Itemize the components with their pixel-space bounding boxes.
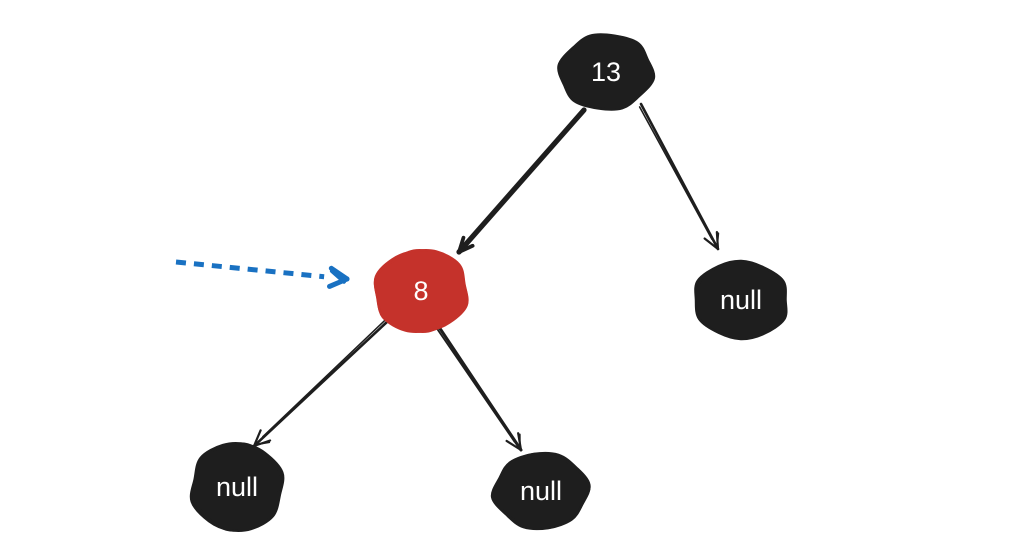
edge-root-to-left-child[interactable] [456, 107, 587, 255]
node-shape-sketch-outline [557, 34, 655, 110]
edge-line [456, 107, 587, 255]
edge-sketch-line [435, 326, 516, 443]
node-label: null [216, 472, 258, 502]
tree-node-root[interactable]: 13 [557, 33, 656, 111]
pointer-arrow-insert-position-pointer[interactable] [175, 259, 350, 289]
node-label: 13 [591, 57, 621, 87]
edge-left-child-to-left-right-null[interactable] [435, 322, 523, 452]
node-shape-sketch-outline [373, 249, 469, 333]
node-shape-sketch-outline [192, 442, 282, 532]
node-label: null [720, 285, 762, 315]
tree-node-left-left-null[interactable]: null [189, 442, 285, 532]
edge-line [252, 319, 390, 448]
node-shape-sketch-outline [491, 452, 591, 530]
arrowhead-sketch-icon [254, 441, 271, 446]
edge-sketch-line [262, 319, 386, 438]
pointer-chevron-sketch-icon [329, 269, 347, 284]
arrowhead-icon [505, 439, 523, 452]
edge-root-to-right-null[interactable] [638, 102, 720, 251]
node-label: 8 [413, 276, 428, 306]
tree-node-left-child[interactable]: 8 [373, 249, 469, 333]
edge-line [639, 102, 720, 251]
arrowhead-icon [703, 237, 720, 251]
tree-node-right-null[interactable]: null [694, 259, 788, 341]
arrowhead-sketch-icon [716, 232, 720, 249]
arrowhead-icon [457, 235, 466, 254]
edge-line [435, 322, 523, 452]
node-label: null [520, 476, 562, 506]
edge-left-child-to-left-left-null[interactable] [252, 319, 390, 448]
node-shape-sketch-outline [696, 261, 787, 339]
edge-sketch-line [638, 106, 713, 241]
arrowhead-icon [252, 429, 262, 448]
pointer-chevron-icon [328, 265, 350, 282]
pointer-dashed-line [175, 259, 325, 280]
tree-node-left-right-null[interactable]: null [490, 451, 591, 531]
